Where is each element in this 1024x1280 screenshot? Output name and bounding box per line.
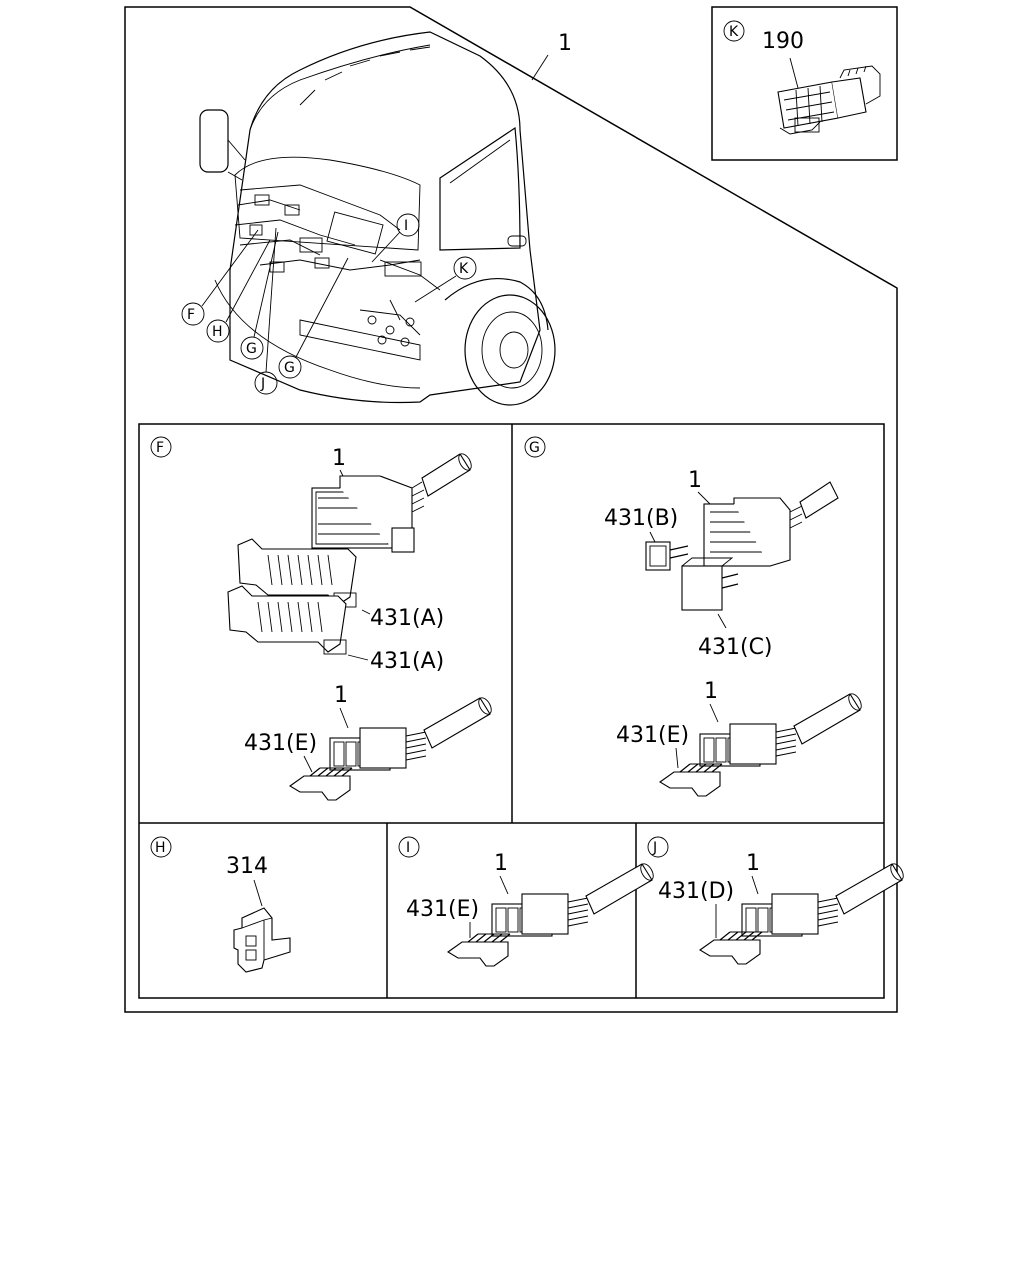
panel-g-part-c: 431(C) <box>698 635 773 660</box>
panel-j-tag: J <box>652 840 657 856</box>
panel-g-bottom-connector-label: 1 <box>704 679 718 704</box>
panel-h-tag: H <box>155 840 166 856</box>
panel-f-retainer-1: 431(A) <box>370 606 444 631</box>
panel-k-tag: K <box>729 24 739 40</box>
panel-g-bottom-retainer: 431(E) <box>616 723 689 748</box>
panel-j-connector-label: 1 <box>746 851 760 876</box>
callout-i: I <box>404 218 408 234</box>
callout-h: H <box>212 324 223 340</box>
panel-f-bottom-connector-label: 1 <box>334 683 348 708</box>
callout-f: F <box>187 307 195 323</box>
panel-i: I 1 431(E) <box>398 836 657 967</box>
panel-i-retainer: 431(E) <box>406 897 479 922</box>
panel-f-top-connector-label: 1 <box>332 446 346 471</box>
panel-g-tag: G <box>529 440 540 456</box>
outer-frame <box>124 6 898 1013</box>
panel-f-tag: F <box>156 440 164 456</box>
panel-g-part-b: 431(B) <box>604 506 678 531</box>
callout-k: K <box>459 261 469 277</box>
truck-cab-illustration <box>199 31 556 406</box>
panel-f-bottom-retainer: 431(E) <box>244 731 317 756</box>
panel-f-retainer-2: 431(A) <box>370 649 444 674</box>
panel-f: F 1 431(A) 431(A) 1 <box>150 436 495 801</box>
panel-j-retainer: 431(D) <box>658 879 734 904</box>
panel-k-part-190: 190 <box>762 29 804 54</box>
panel-j: J 1 431(D) <box>647 836 907 965</box>
panel-g-top-connector-label: 1 <box>688 468 702 493</box>
panel-h: H 314 <box>150 836 291 973</box>
callout-g-left: G <box>246 341 257 357</box>
callout-j: J <box>260 376 265 392</box>
panel-i-connector-label: 1 <box>494 851 508 876</box>
panel-h-part-314: 314 <box>226 854 268 879</box>
callout-g-right: G <box>284 360 295 376</box>
panel-i-tag: I <box>406 840 410 856</box>
overview-callouts: F H G J G I K <box>181 213 477 395</box>
panel-k: K 190 <box>711 6 898 161</box>
main-part-callout: 1 <box>558 31 572 56</box>
panel-g: G 1 431(B) 431(C) 1 431(E) <box>524 436 865 797</box>
